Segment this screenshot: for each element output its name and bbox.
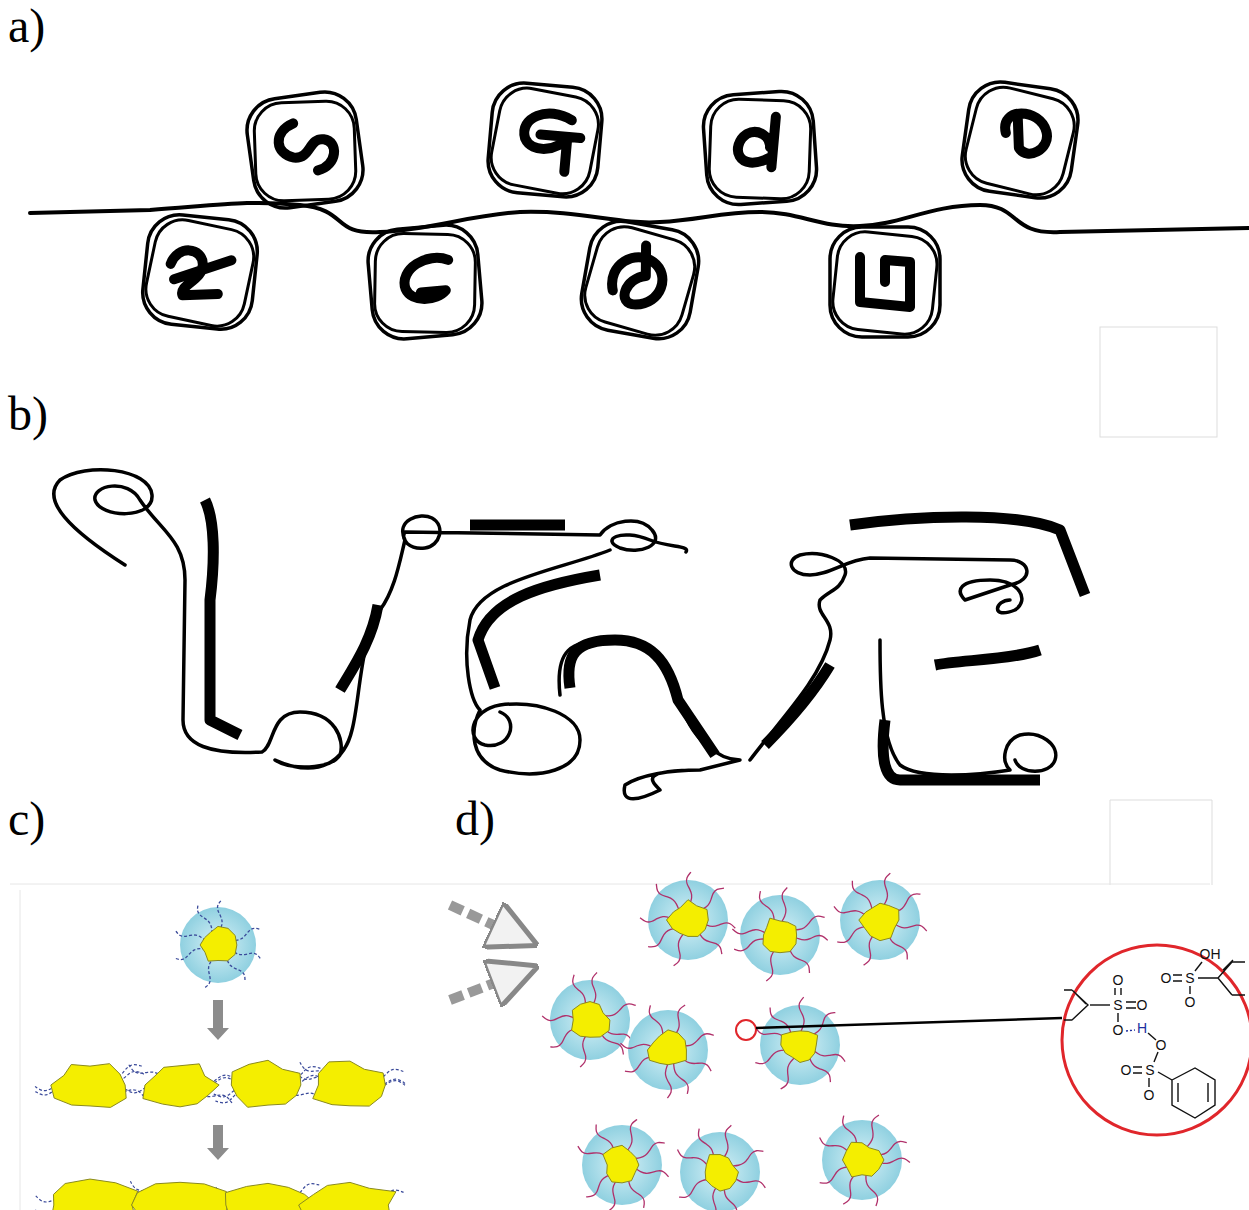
hydrogen-bond-atom: H [1137, 1021, 1147, 1035]
atom-label: O [1161, 971, 1172, 985]
atom-label: O [1113, 1023, 1124, 1037]
unfolded-chain [54, 470, 1085, 799]
coil-chain [30, 78, 1249, 344]
atom-label: O [1144, 1088, 1155, 1102]
sulfonate-bonds [1064, 960, 1245, 1118]
panel-letter: d) [455, 795, 495, 843]
atom-label: O [1185, 995, 1196, 1009]
assembly-sketch [20, 890, 405, 1210]
panel-letter: a) [8, 2, 45, 50]
panel-letter: b) [8, 390, 48, 438]
panel-frames [10, 327, 1217, 885]
atom-label: O [1156, 1038, 1167, 1052]
atom-label: O [1137, 998, 1148, 1012]
atom-label: S [1185, 971, 1194, 985]
atom-label: OH [1200, 947, 1221, 961]
atom-label: S [1145, 1063, 1154, 1077]
particle-network [450, 872, 1249, 1210]
atom-label: O [1113, 973, 1124, 987]
atom-label: O [1121, 1063, 1132, 1077]
atom-label: S [1113, 998, 1122, 1012]
panel-letter: c) [8, 795, 45, 843]
